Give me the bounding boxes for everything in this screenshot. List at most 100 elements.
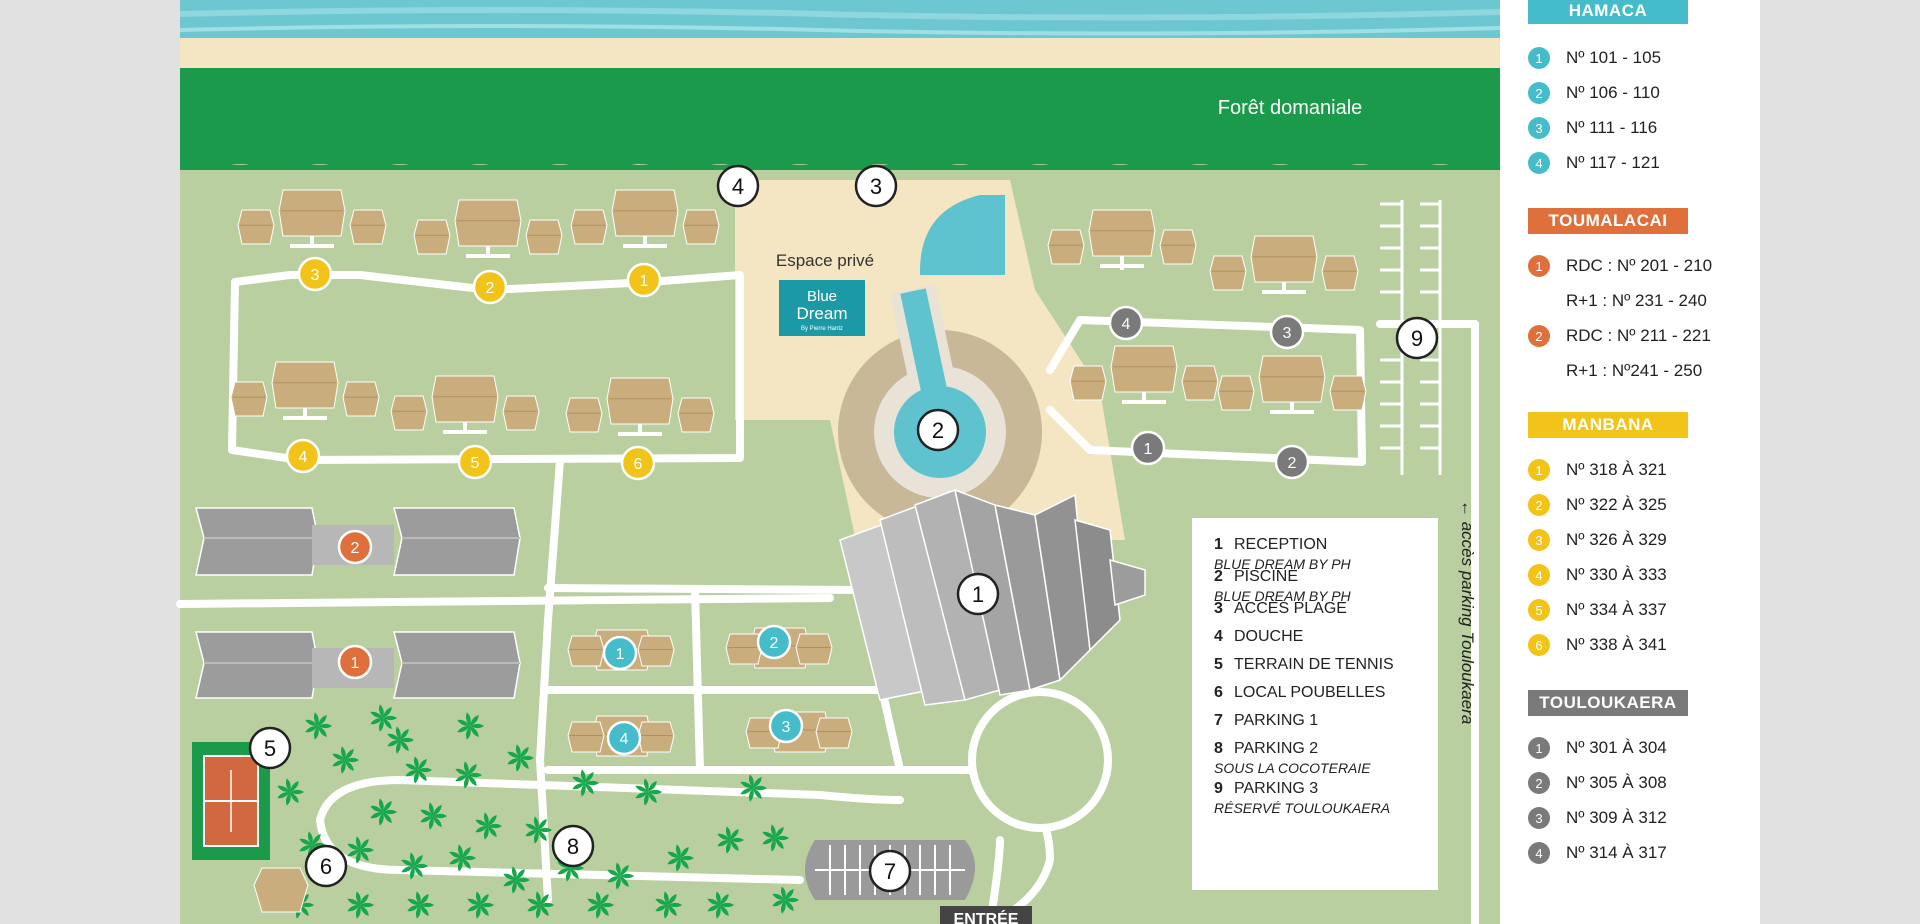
bungalow-roof [1250,235,1318,283]
beach [180,38,1500,72]
svg-text:6: 6 [320,854,332,879]
palm-tree [370,704,397,732]
unit-badge-hamaca[interactable]: 4 [606,720,642,756]
roundabout [968,688,1112,832]
unit-badge-toumalacai[interactable]: 1 [337,644,373,680]
logo-sub: By Pierre Hantz [801,326,843,332]
svg-text:1: 1 [616,646,625,663]
palm-tree [475,812,502,840]
bungalow-roof [271,361,339,409]
legend-title-toumalacai: TOUMALACAI [1528,208,1688,234]
map-marker-5[interactable]: 5 [248,726,292,770]
bungalow-roof [413,219,451,255]
palm-tree [467,891,494,919]
palm-tree [572,769,599,797]
facility-key-label: PISCINE [1234,568,1299,585]
unit-badge-hamaca[interactable]: 1 [602,635,638,671]
facility-key-number: 6 [1214,684,1223,701]
facility-key-label: ACCÈS PLAGE [1234,600,1347,617]
map-marker-4[interactable]: 4 [716,164,760,208]
unit-badge-manbana[interactable]: 1 [626,262,662,298]
bungalow-roof [570,209,608,245]
unit-badge-manbana[interactable]: 4 [285,438,321,474]
facility-key-number: 4 [1214,628,1223,645]
legend-range-text: Nº 106 - 110 [1566,83,1660,102]
bungalow-roof [454,199,522,247]
legend-range-text: Nº 101 - 105 [1566,48,1662,67]
bungalow-roof [1217,375,1255,411]
svg-text:1: 1 [351,655,360,672]
legend-badge: 1 [1528,459,1550,481]
bungalow-roof [567,635,605,667]
unit-badge-touloukaera[interactable]: 3 [1269,314,1305,350]
map-marker-2[interactable]: 2 [916,408,960,452]
bungalow-roof [1329,375,1367,411]
unit-badge-manbana[interactable]: 2 [472,269,508,305]
entrance-sign [940,906,1032,924]
unit-badge-manbana[interactable]: 6 [620,445,656,481]
palm-tree [655,891,682,919]
legend-badge: 2 [1528,82,1550,104]
forest [180,68,1500,164]
unit-badge-touloukaera[interactable]: 4 [1108,305,1144,341]
unit-badge-toumalacai[interactable]: 2 [337,529,373,565]
bungalow-roof [1321,255,1359,291]
facility-key-sub: SOUS LA COCOTERAIE [1214,760,1371,776]
map-marker-6[interactable]: 6 [304,844,348,888]
map-canvas: Forêt domaniale Espace privé Blue Dream … [176,0,1500,924]
map-marker-3[interactable]: 3 [854,164,898,208]
facility-key-sub: BLUE DREAM BY PH [1214,556,1351,572]
legend-entry: 2 Nº 106 - 110 [1528,81,1660,105]
map-marker-1[interactable]: 1 [956,572,1000,616]
legend-entry: R+1 : Nº 231 - 240 [1528,289,1707,313]
facility-key-number: 2 [1214,568,1223,585]
legend-range-text: RDC : Nº 211 - 221 [1566,326,1711,345]
palm-tree [503,866,530,894]
legend-range-text: Nº 318 À 321 [1566,460,1667,479]
unit-badge-touloukaera[interactable]: 2 [1274,444,1310,480]
palm-tree [707,891,734,919]
legend-range-text: Nº 117 - 121 [1566,153,1660,172]
svg-text:1: 1 [640,273,649,290]
unit-badge-manbana[interactable]: 3 [297,256,333,292]
unit-badge-hamaca[interactable]: 2 [756,624,792,660]
palm-tree [449,844,476,872]
facility-key-number: 9 [1214,780,1223,797]
palm-tree [347,836,374,864]
legend-range-text: Nº 111 - 116 [1566,118,1658,137]
legend-badge: 5 [1528,599,1550,621]
svg-text:9: 9 [1411,326,1423,351]
palm-tree [387,726,414,754]
legend-badge: 3 [1528,529,1550,551]
unit-badge-hamaca[interactable]: 3 [768,708,804,744]
svg-text:7: 7 [884,859,896,884]
bungalow-roof [565,397,603,433]
svg-text:3: 3 [1283,325,1292,342]
unit-badge-touloukaera[interactable]: 1 [1130,430,1166,466]
facility-key-number: 1 [1214,536,1223,553]
bungalow-roof [611,189,679,237]
legend-title-hamaca: HAMACA [1528,0,1688,24]
map-marker-9[interactable]: 9 [1395,316,1439,360]
reception-building [839,488,1146,706]
palm-tree [507,744,534,772]
legend-range-text: Nº 301 À 304 [1566,738,1667,757]
bungalow-roof [1181,365,1219,401]
unit-badge-manbana[interactable]: 5 [457,444,493,480]
bungalow-roof [1258,355,1326,403]
bungalow-roof [230,381,268,417]
legend-badge: 3 [1528,807,1550,829]
map-marker-7[interactable]: 7 [868,849,912,893]
map-marker-8[interactable]: 8 [551,824,595,868]
svg-text:3: 3 [782,719,791,736]
